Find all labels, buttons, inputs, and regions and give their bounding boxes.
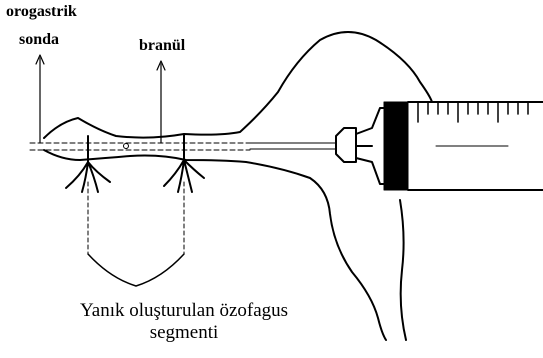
burned-segment-caption-line1: Yanık oluşturulan özofagus <box>74 300 294 322</box>
cannula-label: branül <box>139 37 185 55</box>
orogastric-tube-label-line2: sonda <box>19 31 59 49</box>
syringe-graduation-ticks <box>418 102 528 122</box>
organ-right-lower-contour <box>400 200 406 340</box>
tube-tip-marker <box>124 144 129 149</box>
segment-bracket-curve <box>88 254 184 286</box>
syringe-plunger-seal <box>384 102 408 190</box>
cannula-hub <box>336 128 356 162</box>
orogastric-tube-label-line1: orogastrik <box>6 3 77 21</box>
burned-segment-caption-line2: segmenti <box>74 322 294 344</box>
